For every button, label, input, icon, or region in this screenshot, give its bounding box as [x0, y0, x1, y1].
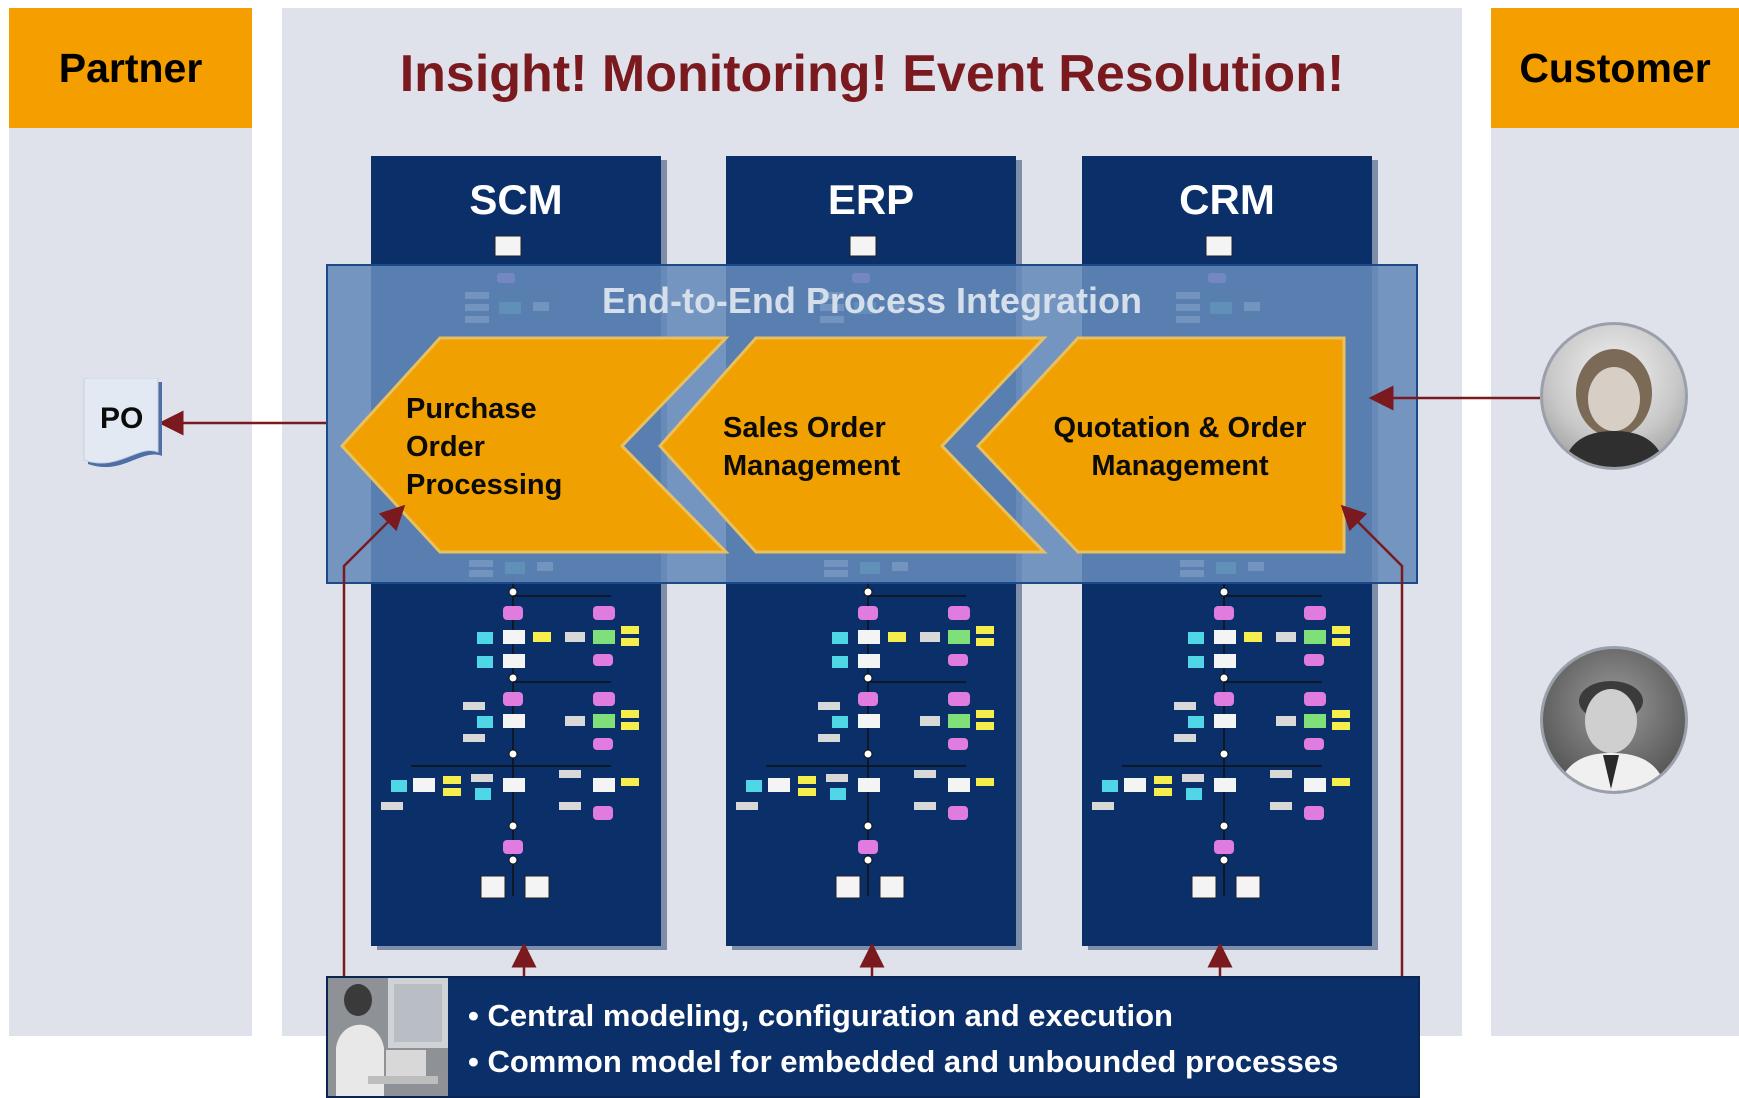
- customer-label: Customer: [1519, 44, 1711, 91]
- column-erp-title: ERP: [827, 176, 915, 223]
- bullet-2: • Common model for embedded and unbounde…: [468, 1044, 1338, 1080]
- column-crm-title: CRM: [1179, 176, 1275, 223]
- partner-label: Partner: [58, 44, 203, 91]
- process-quotation-order-line1: Quotation & Order: [1053, 412, 1307, 444]
- customer-lane: [1491, 8, 1739, 1036]
- column-scm-title: SCM: [469, 176, 563, 223]
- chevron-sales-order: [657, 336, 1048, 554]
- document-icon: [83, 378, 162, 468]
- process-purchase-order-line2: Order: [406, 431, 485, 463]
- customer-photo-1: [1540, 322, 1688, 470]
- customer-header: Customer: [1491, 8, 1739, 128]
- arrow-left-loop: [342, 504, 406, 976]
- partner-lane: [9, 8, 252, 1036]
- process-quotation-order: Quotation & Order Management: [1030, 409, 1330, 485]
- process-sales-order-line1: Sales Order: [723, 412, 886, 444]
- process-purchase-order-line3: Processing: [406, 469, 563, 501]
- bullet-1-text: Central modeling, configuration and exec…: [487, 998, 1173, 1033]
- bullet-1-marker: •: [468, 998, 488, 1033]
- arrow-right-loop: [1340, 504, 1404, 976]
- page-title: Insight! Monitoring! Event Resolution!: [399, 45, 1345, 103]
- bullet-2-text: Common model for embedded and unbounded …: [487, 1044, 1339, 1079]
- customer-photo-2: [1540, 646, 1688, 794]
- po-document-label: PO: [100, 402, 144, 435]
- bullet-1: • Central modeling, configuration and ex…: [468, 998, 1173, 1034]
- process-sales-order-line2: Management: [723, 450, 901, 482]
- person-photo-icon: [1557, 681, 1667, 791]
- process-sales-order: Sales Order Management: [723, 409, 900, 485]
- partner-header: Partner: [9, 8, 252, 128]
- process-purchase-order-line1: Purchase: [406, 393, 537, 425]
- person-photo-icon: [1563, 349, 1665, 467]
- chevron-quotation-order: [975, 336, 1346, 554]
- bullet-2-marker: •: [468, 1044, 488, 1079]
- process-quotation-order-line2: Management: [1091, 450, 1269, 482]
- process-purchase-order: Purchase Order Processing: [406, 390, 562, 504]
- person-at-computer-photo: [328, 978, 448, 1096]
- chevron-purchase-order: [339, 336, 730, 554]
- end-to-end-label: End-to-End Process Integration: [601, 280, 1143, 321]
- info-box: • Central modeling, configuration and ex…: [326, 976, 1420, 1098]
